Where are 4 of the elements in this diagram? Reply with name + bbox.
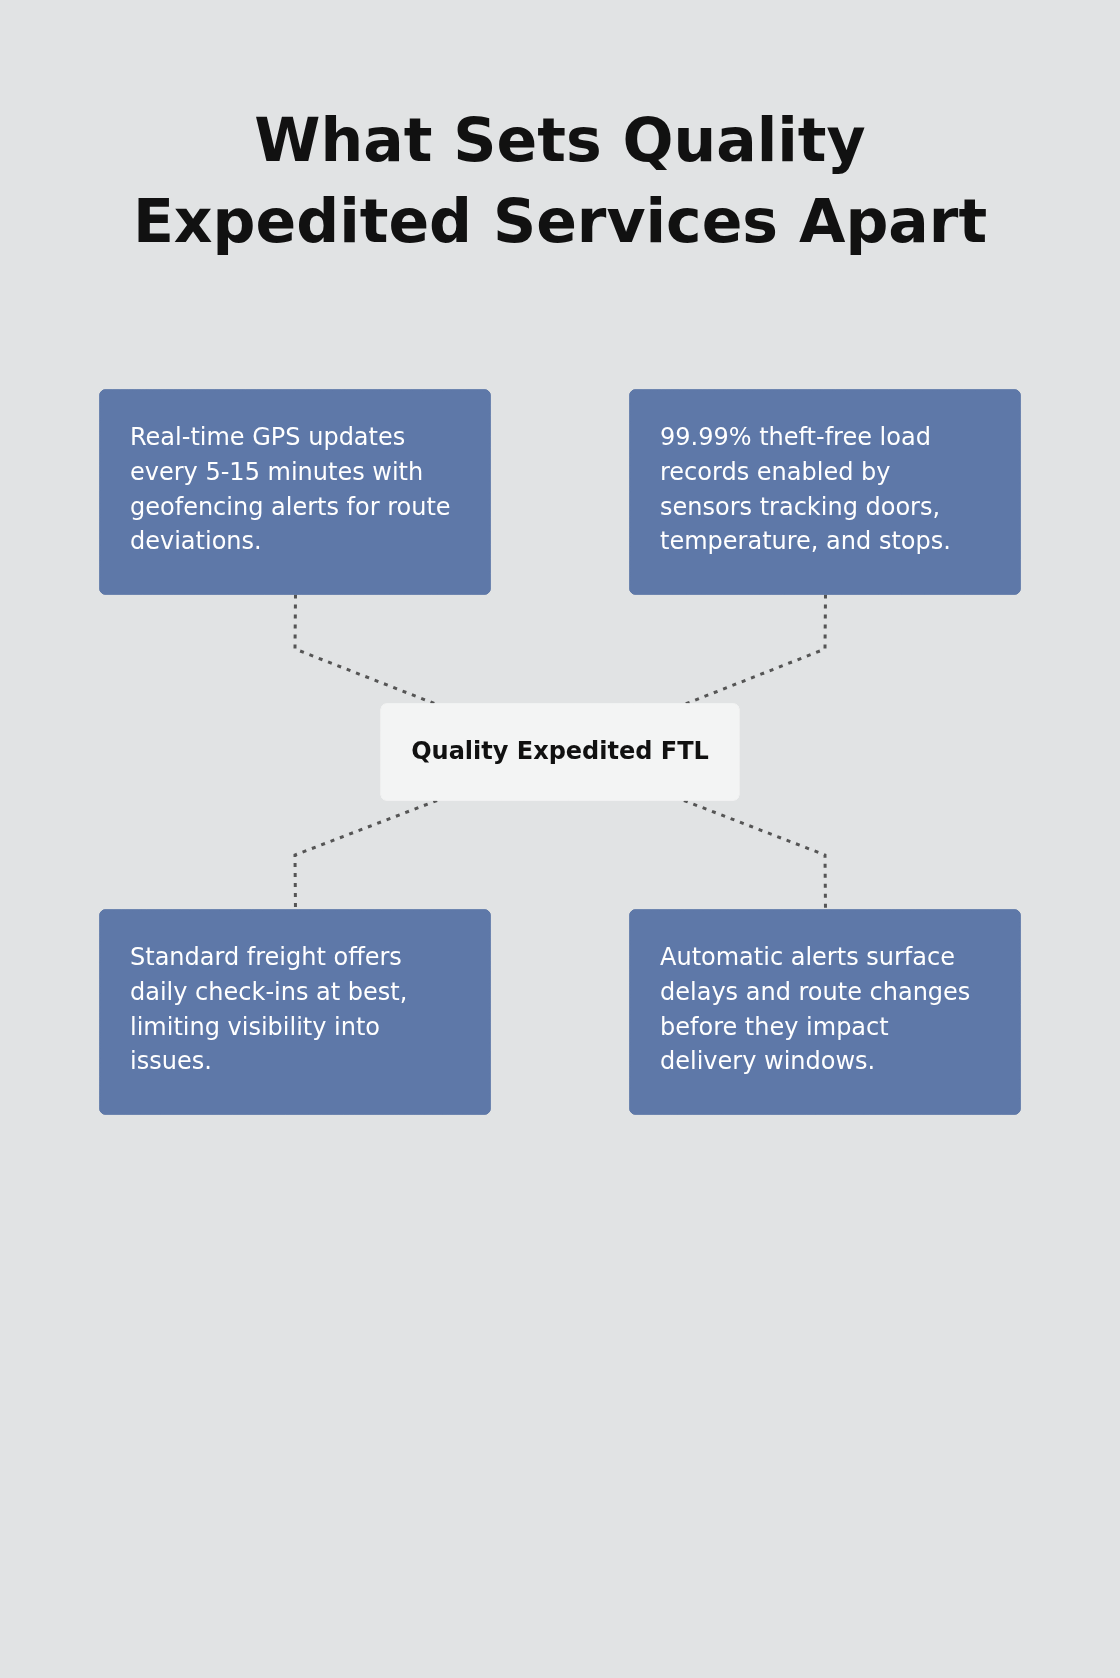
connector xyxy=(293,594,438,706)
title: What Sets Quality Expedited Services Apart xyxy=(131,104,989,258)
connector xyxy=(683,799,827,911)
connector xyxy=(683,594,827,706)
